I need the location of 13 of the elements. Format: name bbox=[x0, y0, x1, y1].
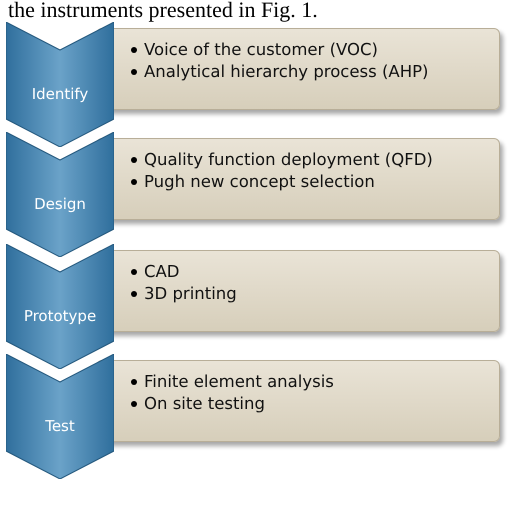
list-item-text: On site testing bbox=[144, 394, 265, 413]
list-item-text: Voice of the customer (VOC) bbox=[144, 40, 378, 59]
list-item-text: Pugh new concept selection bbox=[144, 172, 375, 191]
step-label: Prototype bbox=[22, 306, 98, 324]
step-label: Identify bbox=[30, 84, 90, 102]
list-item-text: 3D printing bbox=[144, 284, 237, 303]
caption-text: the instruments presented in Fig. 1. bbox=[8, 0, 318, 23]
list-item-text: Finite element analysis bbox=[144, 372, 334, 391]
list-item-text: Analytical hierarchy process (AHP) bbox=[144, 62, 428, 81]
list-item-text: CAD bbox=[144, 262, 180, 281]
step-label: Design bbox=[33, 194, 87, 212]
step-label: Test bbox=[44, 416, 76, 434]
list-item-text: Quality function deployment (QFD) bbox=[144, 150, 433, 169]
